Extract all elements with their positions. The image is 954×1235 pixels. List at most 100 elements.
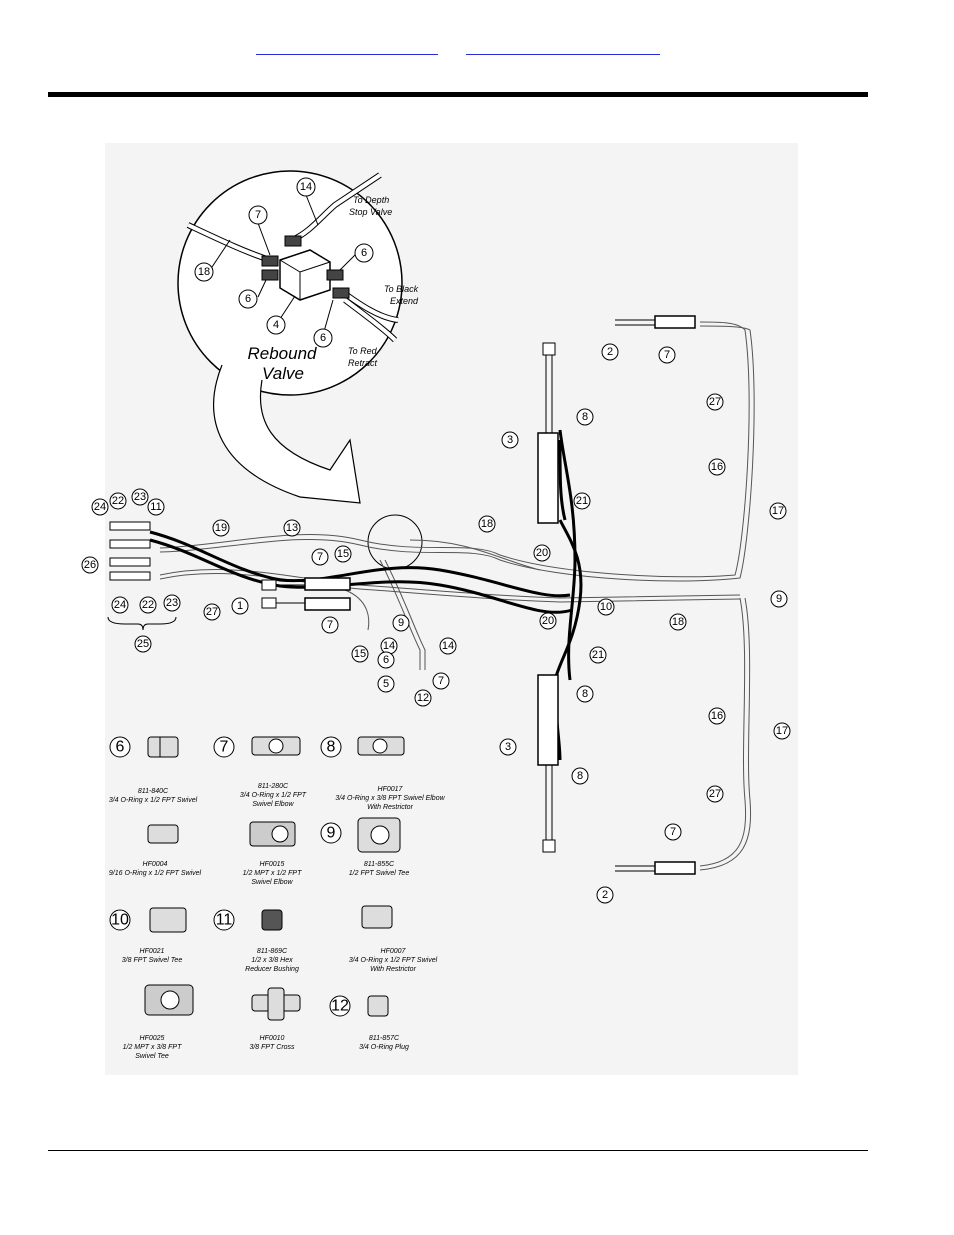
svg-text:6: 6 (361, 247, 367, 259)
callout-7c: 7 (432, 672, 450, 690)
callout-23a: 23 (131, 488, 149, 506)
callout-3b: 3 (499, 738, 517, 756)
svg-text:14: 14 (442, 640, 454, 652)
svg-text:8: 8 (582, 411, 588, 423)
callout-3a: 3 (501, 431, 519, 449)
svg-text:11: 11 (216, 912, 233, 929)
svg-text:14: 14 (383, 640, 395, 652)
svg-text:8: 8 (577, 770, 583, 782)
callout-13: 13 (283, 519, 301, 537)
desc-HF0015-2: Swivel Elbow (251, 879, 293, 886)
desc-811-840C: 3/4 O-Ring x 1/2 FPT Swivel (109, 797, 198, 804)
svg-text:21: 21 (592, 649, 604, 661)
callout-detail-7: 7 (248, 205, 268, 225)
callout-20b: 20 (539, 612, 557, 630)
desc-HF0025-2: Swivel Tee (135, 1053, 169, 1060)
desc-811-869C-2: Reducer Bushing (245, 966, 299, 973)
top-link-right[interactable] (466, 42, 660, 55)
callout-5: 5 (377, 675, 395, 693)
part-HF0004: HF0004 (143, 861, 168, 868)
svg-text:3: 3 (507, 434, 513, 446)
svg-text:24: 24 (94, 501, 106, 513)
detail-title-1: Rebound (247, 344, 317, 363)
svg-text:23: 23 (134, 491, 146, 503)
fitting-811-857C (367, 995, 389, 1017)
callout-18a: 18 (478, 515, 496, 533)
callout-15a: 15 (334, 545, 352, 563)
rebound-valve-detail: 14 7 18 6 4 6 6 To Depth Stop Valve To B… (177, 170, 419, 504)
callout-7d: 7 (658, 346, 676, 364)
legend-key-6: 6 (109, 736, 131, 758)
desc-811-280C-1: 3/4 O-Ring x 1/2 FPT (240, 792, 307, 799)
svg-text:20: 20 (542, 615, 554, 627)
callout-8c: 8 (571, 767, 589, 785)
callout-14b: 14 (439, 637, 457, 655)
svg-text:21: 21 (576, 495, 588, 507)
part-811-857C: 811-857C (369, 1035, 400, 1042)
callout-24a: 24 (91, 498, 109, 516)
callout-detail-18: 18 (194, 262, 214, 282)
desc-HF0021: 3/8 FPT Swivel Tee (122, 957, 183, 964)
part-811-280C: 811-280C (258, 783, 289, 790)
legend-key-10: 10 (109, 909, 131, 931)
svg-text:22: 22 (142, 599, 154, 611)
desc-811-855C: 1/2 FPT Swivel Tee (349, 870, 410, 877)
svg-text:20: 20 (536, 547, 548, 559)
fitting-HF0015 (249, 821, 296, 847)
svg-text:16: 16 (711, 461, 723, 473)
footer-rule (48, 1150, 868, 1151)
callout-21b: 21 (589, 646, 607, 664)
note-depth-1: To Depth (353, 195, 389, 205)
desc-HF0025-1: 1/2 MPT x 3/8 FPT (123, 1044, 182, 1051)
svg-text:6: 6 (383, 654, 389, 666)
callout-detail-6a: 6 (238, 289, 258, 309)
callout-2a: 2 (601, 343, 619, 361)
fitting-HF0004 (147, 824, 179, 844)
callout-detail-6b: 6 (313, 328, 333, 348)
legend-key-8: 8 (320, 736, 342, 758)
svg-text:26: 26 (84, 559, 96, 571)
svg-text:17: 17 (776, 725, 788, 737)
fitting-811-840C (147, 736, 179, 758)
svg-text:8: 8 (327, 739, 336, 756)
svg-text:14: 14 (300, 181, 312, 193)
svg-text:25: 25 (137, 638, 149, 650)
svg-text:12: 12 (417, 692, 429, 704)
cylinder-upper (537, 342, 559, 524)
detail-title-2: Valve (262, 364, 304, 383)
svg-text:22: 22 (112, 495, 124, 507)
callout-9a: 9 (392, 614, 410, 632)
svg-text:6: 6 (245, 293, 251, 305)
desc-HF0004: 9/16 O-Ring x 1/2 FPT Swivel (109, 870, 202, 877)
svg-text:10: 10 (111, 912, 129, 929)
cylinder-lower (537, 674, 559, 853)
svg-text:2: 2 (602, 889, 608, 901)
svg-text:7: 7 (664, 349, 670, 361)
callout-6a: 6 (377, 651, 395, 669)
top-link-left[interactable] (256, 42, 438, 55)
svg-text:5: 5 (383, 678, 389, 690)
fitting-811-869C (261, 909, 283, 931)
callout-22b: 22 (139, 596, 157, 614)
part-811-869C: 811-869C (257, 948, 288, 955)
svg-text:7: 7 (438, 675, 444, 687)
part-811-855C: 811-855C (364, 861, 395, 868)
desc-811-869C-1: 1/2 x 3/8 Hex (251, 957, 293, 964)
desc-811-280C-2: Swivel Elbow (252, 801, 294, 808)
callout-11: 11 (147, 498, 165, 516)
desc-HF0017-2: With Restrictor (367, 804, 414, 811)
fitting-HF0025 (144, 984, 194, 1016)
svg-text:24: 24 (114, 599, 126, 611)
cylinder-right-bottom (615, 861, 696, 875)
callout-12: 12 (414, 689, 432, 707)
fitting-811-280C (251, 736, 301, 756)
callout-2b: 2 (596, 886, 614, 904)
callout-24b: 24 (111, 596, 129, 614)
svg-text:13: 13 (286, 522, 298, 534)
svg-text:27: 27 (709, 788, 721, 800)
note-red-1: To Red (348, 346, 378, 356)
note-depth-2: Stop Valve (349, 207, 392, 217)
callout-9b: 9 (770, 590, 788, 608)
header-rule (48, 92, 868, 97)
callout-7a: 7 (311, 548, 329, 566)
